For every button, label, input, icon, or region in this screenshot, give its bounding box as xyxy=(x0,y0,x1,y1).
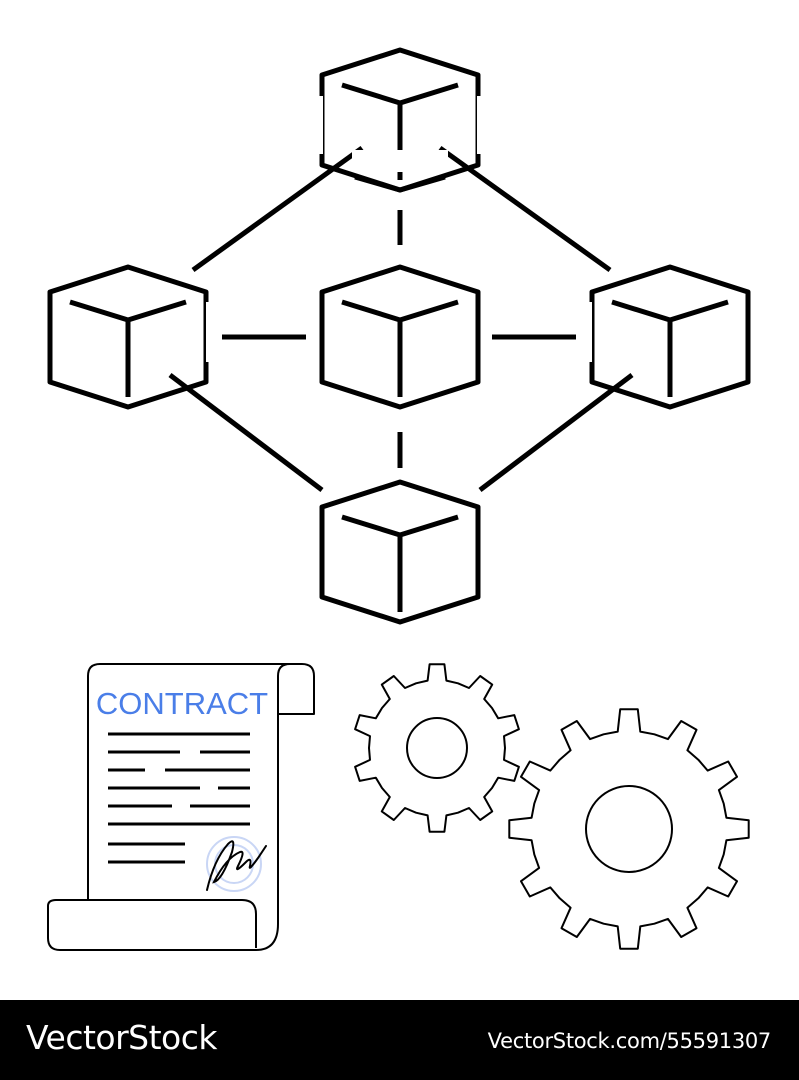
gear-icon xyxy=(508,708,750,950)
gear-icon xyxy=(354,663,520,833)
image-url: VectorStock.com/55591307 xyxy=(487,1029,772,1053)
contract-text-lines xyxy=(108,732,250,864)
cube-icon xyxy=(322,482,478,622)
cube-icon xyxy=(322,267,478,407)
link-top-right xyxy=(438,145,612,273)
link-top-left xyxy=(191,145,364,273)
link-bottom-right xyxy=(478,373,634,492)
footer-bar: VectorStock VectorStock.com/55591307 xyxy=(0,1000,799,1080)
blockchain-contract-illustration: CONTRACT xyxy=(47,0,799,951)
link-bottom-left xyxy=(168,373,324,492)
cube-icon xyxy=(322,50,478,193)
signature-icon xyxy=(206,840,267,891)
brand-logo: VectorStock xyxy=(26,1018,218,1057)
contract-title: CONTRACT xyxy=(96,686,268,721)
